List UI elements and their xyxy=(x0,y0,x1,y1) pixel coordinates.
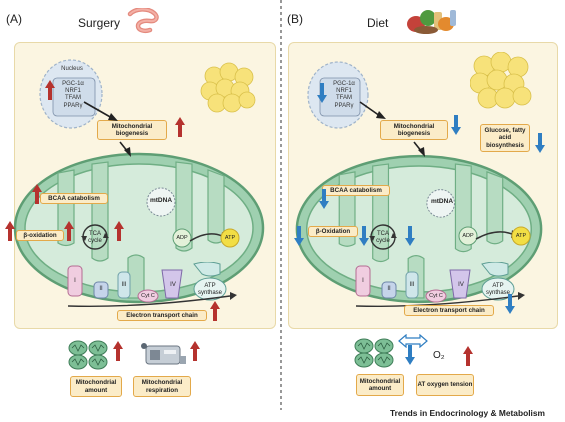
cytc-b: Cyt C xyxy=(429,293,443,299)
tca-label-a: TCA cycle xyxy=(88,231,102,244)
beta-oxidation-label-a: β-oxidation xyxy=(16,230,64,241)
intestine-icon xyxy=(127,8,159,34)
adp-atp-a xyxy=(172,228,240,248)
nucleus-b xyxy=(307,61,369,129)
complex-iv-a: IV xyxy=(170,282,176,288)
atp-b: ATP xyxy=(515,233,527,239)
mito-amount-label-b: Mitochondrial amount xyxy=(356,374,404,396)
complex-i-a: I xyxy=(74,278,76,284)
beta-oxidation-label-b: β-Oxidation xyxy=(308,226,358,237)
panel-divider xyxy=(280,0,282,410)
adipocyte-cluster-a xyxy=(200,62,256,113)
panel-a-title: Surgery xyxy=(78,16,121,30)
panel-b-title: Diet xyxy=(367,16,389,30)
mtdna-b: mtDNA xyxy=(430,198,454,205)
adp-a: ADP xyxy=(176,235,188,241)
complex-i-b: I xyxy=(362,278,364,284)
gene-ppar-b: PPARγ xyxy=(334,102,354,109)
gene-nrf1: NRF1 xyxy=(65,88,81,95)
gene-tfam-b: TFAM xyxy=(336,95,352,102)
gene-pgc1a-b: PGC-1α xyxy=(333,81,355,87)
gene-ppar: PPARγ xyxy=(63,102,83,109)
adipocyte-cluster-b xyxy=(470,52,532,109)
mito-amount-label-a: Mitochondrial amount xyxy=(70,376,122,397)
nucleus-a xyxy=(39,59,103,129)
mtdna-a: mtDNA xyxy=(149,197,173,204)
adp-b: ADP xyxy=(462,233,474,239)
atp-synthase-b: ATP synthase xyxy=(485,283,510,296)
mito-respiration-label-a: Mitochondrial respiration xyxy=(133,376,191,397)
mito-biogenesis-label-b: Mitochondrial biogenesis xyxy=(380,120,448,140)
nucleus-label: Nucleus xyxy=(61,66,83,72)
journal-credit: Trends in Endocrinology & Metabolism xyxy=(390,408,545,418)
glucose-fa-label-b: Glucose, fatty acid biosynthesis xyxy=(480,124,530,152)
complex-iv-b: IV xyxy=(458,282,464,288)
etc-complexes-b xyxy=(355,262,525,307)
mito-biogenesis-label-a: Mitochondrial biogenesis xyxy=(97,120,167,140)
mito-cluster-icon-b xyxy=(354,338,394,368)
gene-nrf1-b: NRF1 xyxy=(336,88,352,95)
panel-b-letter: (B) xyxy=(287,12,303,26)
etc-label-b: Electron transport chain xyxy=(404,305,494,316)
complex-ii-b: II xyxy=(387,286,391,292)
at-oxygen-label-b: AT oxygen tension xyxy=(416,374,474,396)
etc-complexes-a xyxy=(67,262,237,307)
bidirectional-arrow-icon xyxy=(398,334,428,348)
pathway-arrows-a xyxy=(83,101,131,157)
gene-pgc1a: PGC-1α xyxy=(62,81,84,87)
complex-iii-a: III xyxy=(121,282,127,288)
up-arrows-a xyxy=(5,80,220,361)
gene-list-a: PGC-1α NRF1 TFAM PPARγ xyxy=(54,81,92,110)
mito-cluster-icon-a xyxy=(68,340,108,370)
panel-a-letter: (A) xyxy=(6,12,22,26)
complex-iii-b: III xyxy=(409,282,415,288)
cytc-a: Cyt C xyxy=(141,293,155,299)
respirometer-icon-a xyxy=(141,343,186,365)
etc-label-a: Electron transport chain xyxy=(117,310,207,321)
tca-cycle-arrows-a xyxy=(81,224,109,250)
gene-tfam: TFAM xyxy=(65,95,81,102)
tca-cycle-arrows-b xyxy=(369,224,397,250)
complex-ii-a: II xyxy=(99,286,103,292)
pathway-arrows-b xyxy=(359,101,425,157)
tca-label-b: TCA cycle xyxy=(376,231,390,244)
food-icon xyxy=(407,10,456,34)
adp-atp-b xyxy=(458,226,531,246)
atp-a: ATP xyxy=(224,235,236,241)
bcaa-label-a: BCAA catabolism xyxy=(40,193,108,204)
gene-list-b: PGC-1α NRF1 TFAM PPARγ xyxy=(325,81,363,110)
atp-synthase-a: ATP synthase xyxy=(197,283,222,296)
o2-label: O₂ xyxy=(433,350,445,361)
